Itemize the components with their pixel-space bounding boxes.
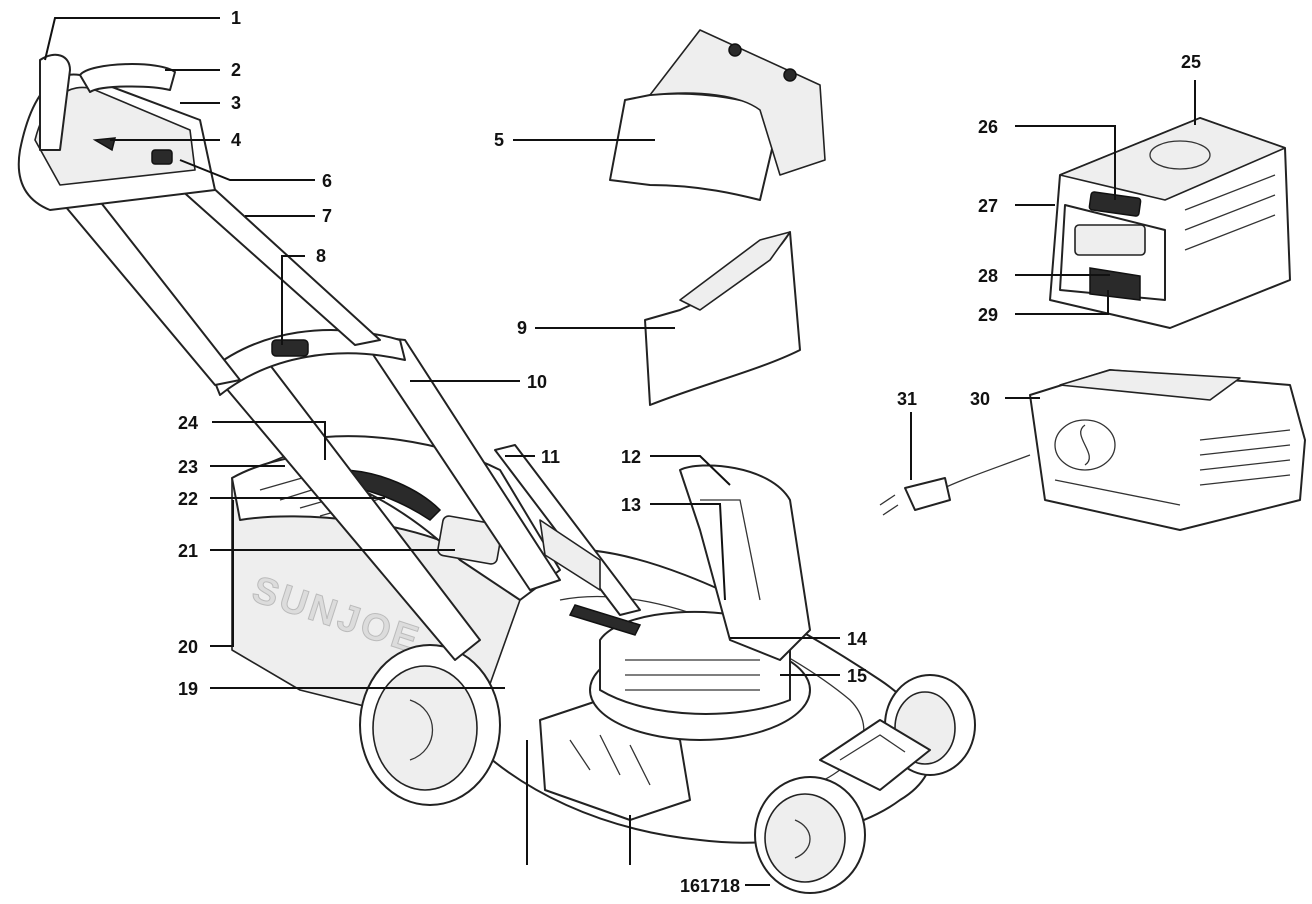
callout-labels: 1 2 3 4 5 6 7 8 9 10 11 12 13 14 15 19 2… <box>178 8 1201 896</box>
callout-4: 4 <box>231 130 241 150</box>
battery-lid <box>679 464 811 661</box>
callout-9: 9 <box>517 318 527 338</box>
callout-12: 12 <box>621 447 641 467</box>
callout-29: 29 <box>978 305 998 325</box>
callout-1: 1 <box>231 8 241 28</box>
callout-10: 10 <box>527 372 547 392</box>
callout-21: 21 <box>178 541 198 561</box>
callout-15: 15 <box>847 666 867 686</box>
handle-assembly <box>17 53 641 661</box>
callout-31: 31 <box>897 389 917 409</box>
callout-26: 26 <box>978 117 998 137</box>
side-discharge-chute <box>609 29 826 201</box>
battery-pack <box>1049 117 1291 329</box>
callout-6: 6 <box>322 171 332 191</box>
callout-24: 24 <box>178 413 198 433</box>
callout-28: 28 <box>978 266 998 286</box>
rear-left-wheel <box>359 644 501 806</box>
callout-25: 25 <box>1181 52 1201 72</box>
battery-charger <box>939 369 1306 531</box>
callout-3: 3 <box>231 93 241 113</box>
callout-14: 14 <box>847 629 867 649</box>
front-bumper <box>819 719 931 791</box>
front-left-wheel <box>754 776 866 894</box>
callout-20: 20 <box>178 637 198 657</box>
callout-11: 11 <box>541 447 560 467</box>
callout-5: 5 <box>494 130 504 150</box>
leader-lines <box>44 17 1196 886</box>
callout-23: 23 <box>178 457 198 477</box>
power-plug <box>879 477 951 516</box>
callout-2: 2 <box>231 60 241 80</box>
callout-27: 27 <box>978 196 998 216</box>
callout-22: 22 <box>178 489 198 509</box>
rear-discharge-flap <box>644 231 801 406</box>
callout-7: 7 <box>322 206 332 226</box>
callout-19: 19 <box>178 679 198 699</box>
callout-13: 13 <box>621 495 641 515</box>
diagram-code: 161718 <box>680 876 740 896</box>
callout-8: 8 <box>316 246 326 266</box>
callout-30: 30 <box>970 389 990 409</box>
